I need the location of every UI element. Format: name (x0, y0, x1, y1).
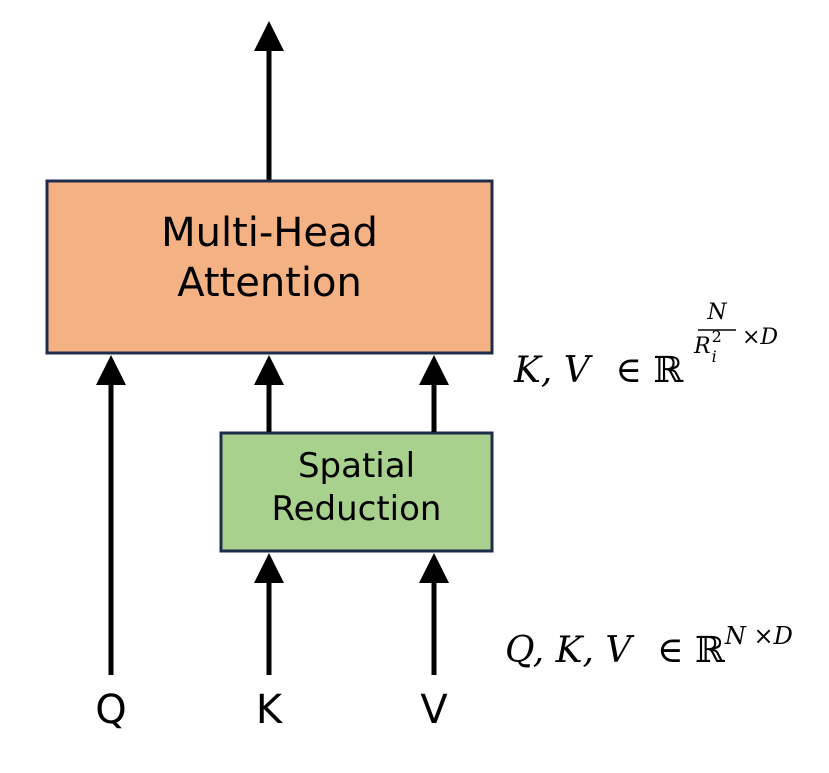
input-k-label: K (255, 687, 283, 733)
times-d: ×D (742, 325, 779, 350)
input-v-label: V (420, 687, 448, 733)
formula-full-elem: ∈ (656, 630, 684, 671)
multi-head-attention-box (45, 179, 494, 355)
reduction-label: Spatial Reduction (221, 445, 492, 530)
denominator-r: R (694, 334, 711, 359)
attention-label: Multi-Head Attention (47, 208, 492, 308)
denominator-sup: 2 (711, 327, 722, 346)
formula-full: Q, K, V ∈ ℝN ×D (505, 622, 793, 671)
formula-reduced: K, V ∈ ℝ (514, 350, 683, 391)
spatial-reduction-box (219, 431, 494, 553)
formula-reduced-elem: ∈ (615, 350, 642, 391)
formula-full-set: ℝ (694, 630, 725, 671)
formula-full-exponent: N ×D (724, 622, 793, 650)
denominator-sub: i (711, 347, 717, 366)
input-q-label: Q (95, 687, 127, 733)
formula-full-vars: Q, K, V (505, 630, 632, 671)
attention-label-line1: Multi-Head (161, 210, 378, 256)
reduction-label-line1: Spatial (297, 446, 416, 486)
formula-reduced-times-d: ×D (742, 325, 778, 350)
formula-reduced-set: ℝ (653, 350, 684, 391)
formula-reduced-vars: K, V (514, 350, 590, 391)
formula-reduced-numerator: N (698, 300, 736, 325)
attention-label-line2: Attention (177, 260, 362, 306)
reduction-label-line2: Reduction (271, 488, 442, 529)
numerator-n: N (707, 300, 727, 325)
